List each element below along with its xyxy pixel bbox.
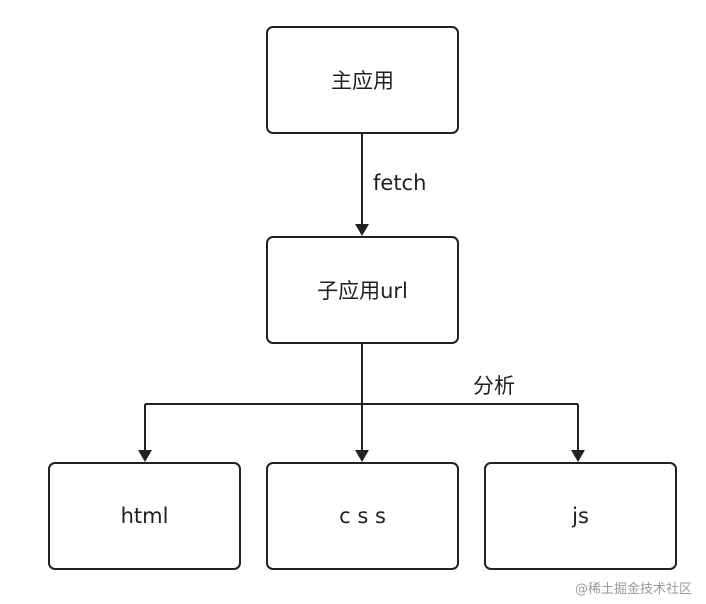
node-sub-app-url-label: 子应用url xyxy=(317,279,408,303)
node-html-label: html xyxy=(120,504,169,528)
edge-label-analyze: 分析 xyxy=(473,374,515,398)
node-css-label: c s s xyxy=(339,504,386,528)
watermark-text: @稀土掘金技术社区 xyxy=(574,582,692,597)
node-sub-app-url: 子应用url xyxy=(266,236,459,344)
node-main-app: 主应用 xyxy=(266,26,459,134)
node-html: html xyxy=(48,462,241,570)
node-main-app-label: 主应用 xyxy=(331,69,394,93)
edge-label-fetch: fetch xyxy=(373,171,427,195)
node-css: c s s xyxy=(266,462,459,570)
node-js: js xyxy=(484,462,677,570)
node-js-label: js xyxy=(572,504,589,528)
